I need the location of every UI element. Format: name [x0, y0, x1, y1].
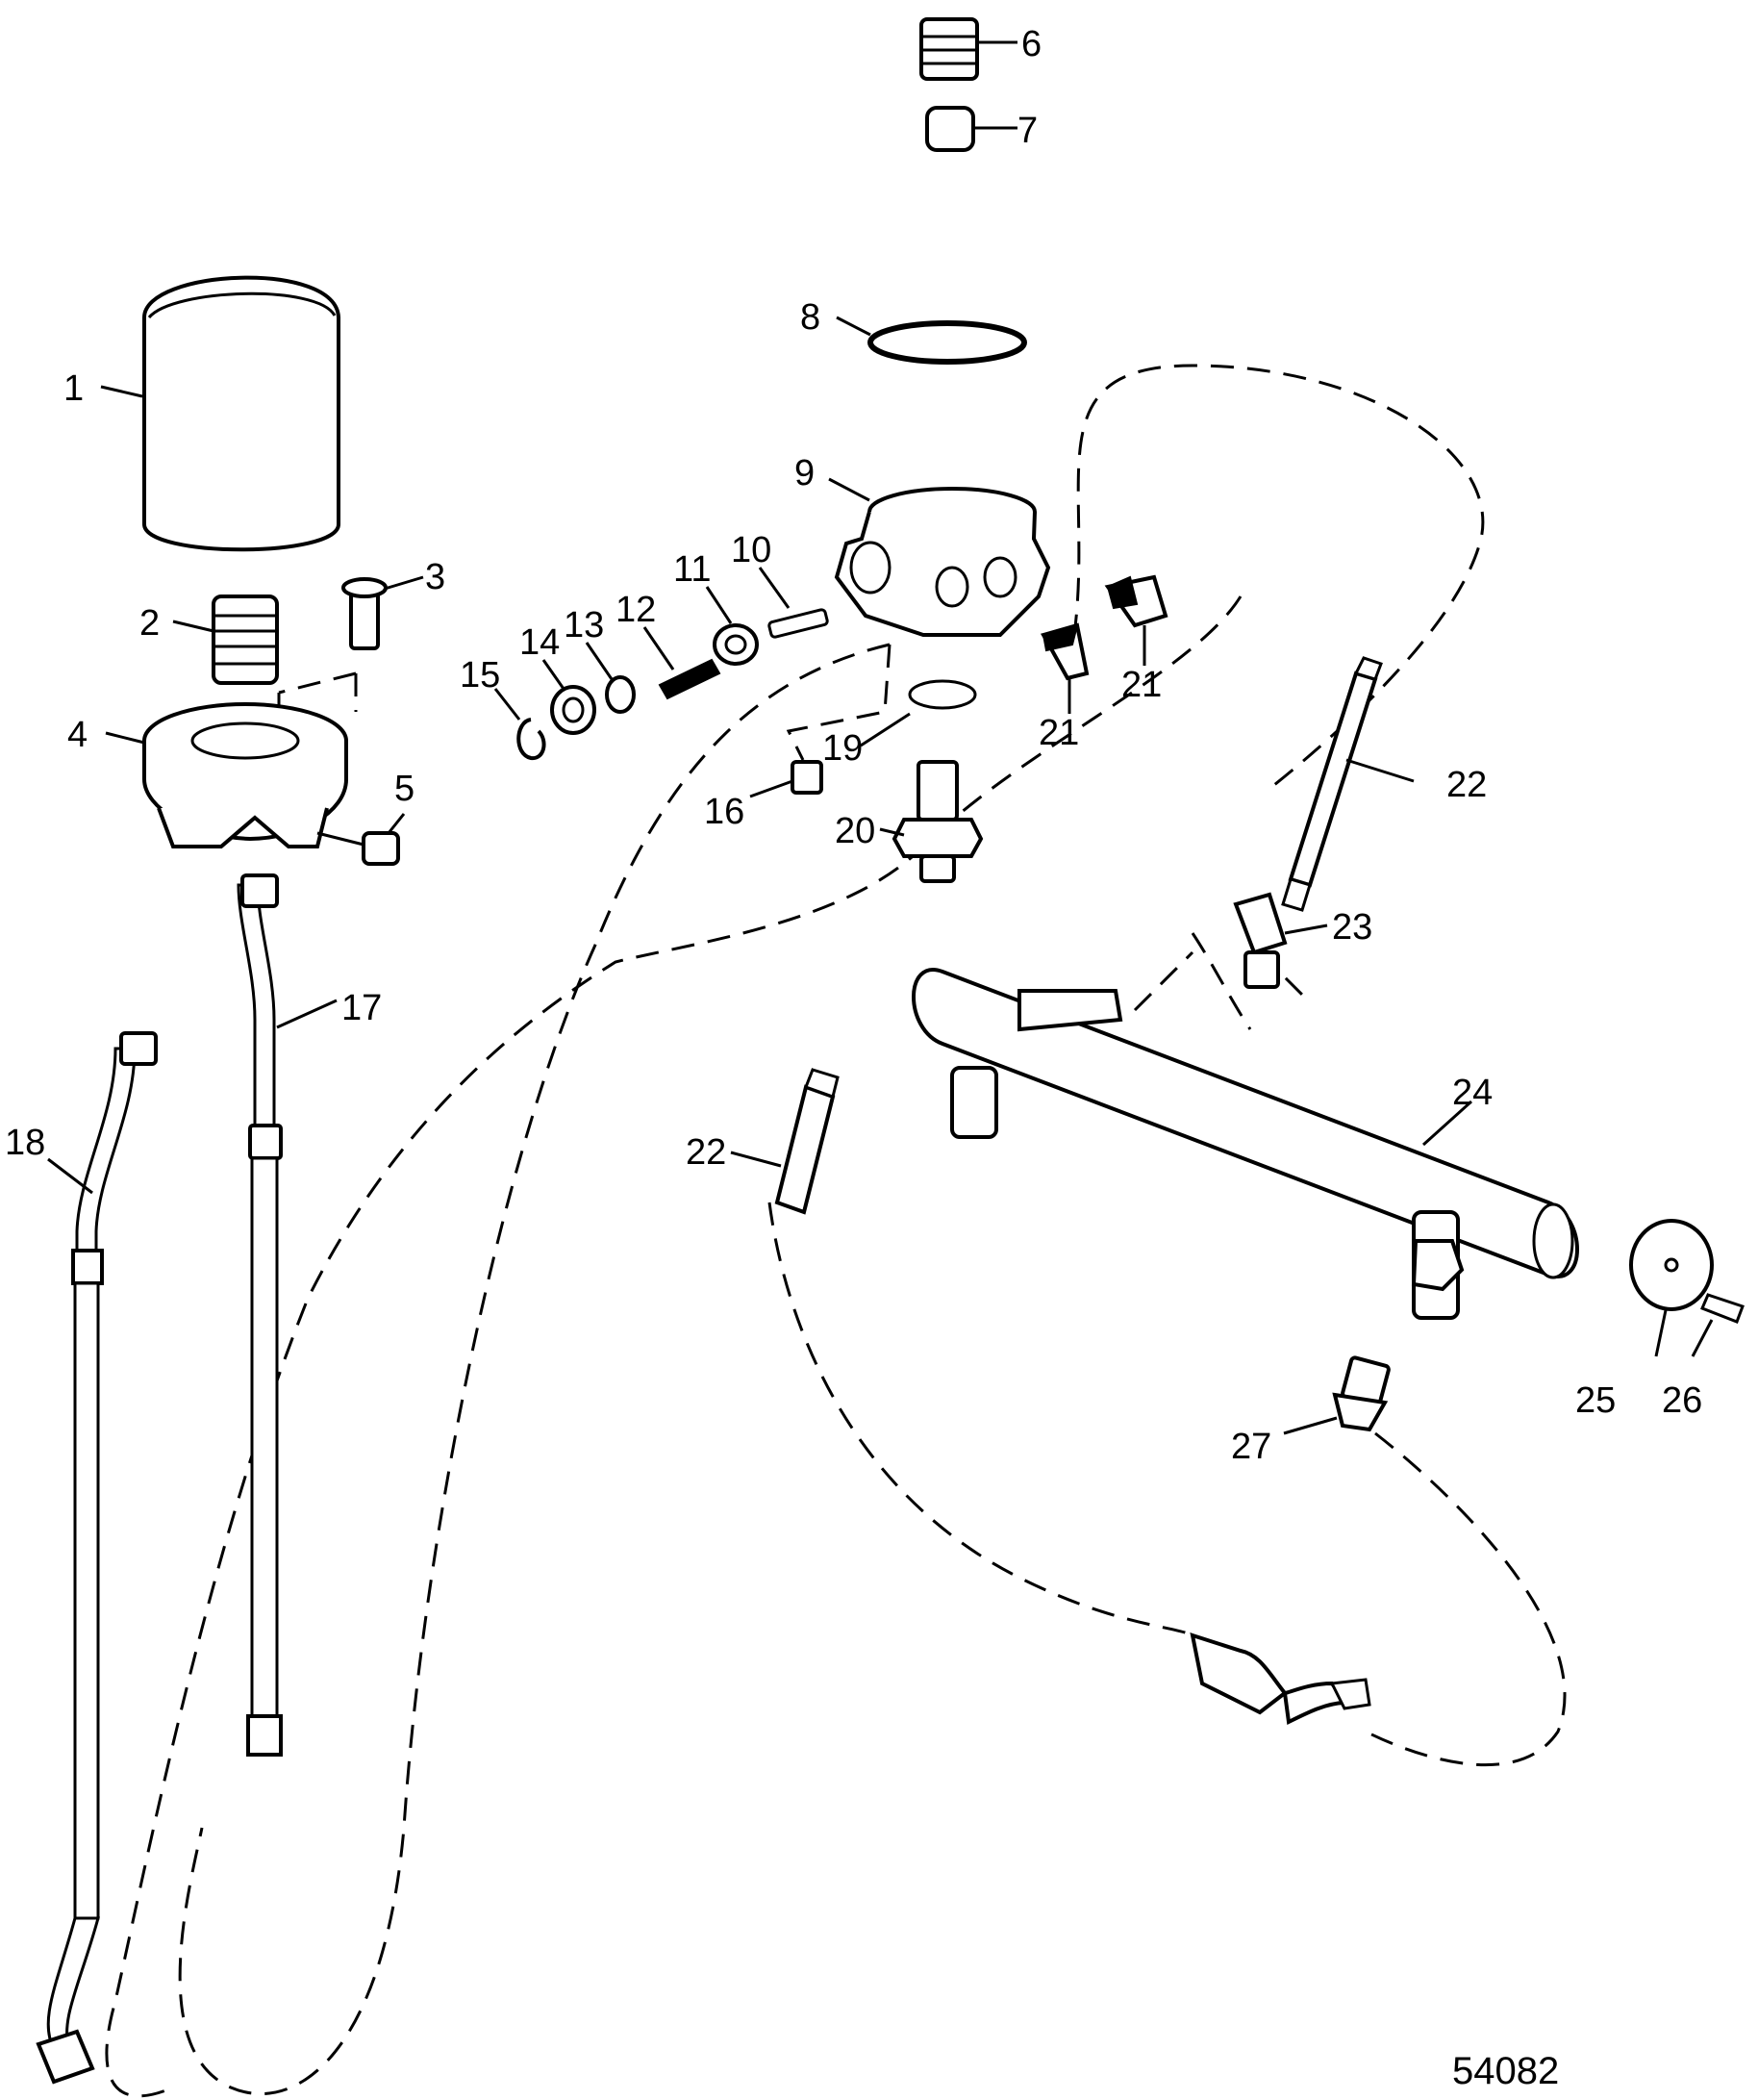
- part-11-washer: [705, 586, 759, 666]
- callout-13: 13: [564, 605, 604, 645]
- part-25-washer-plate: [1629, 1219, 1714, 1357]
- part-2-threaded-adapter: [172, 595, 279, 685]
- callout-14: 14: [519, 622, 560, 663]
- part-7-cap: [925, 106, 1017, 152]
- part-27-fitting: [1283, 1355, 1391, 1435]
- part-18-oil-line: [36, 1031, 158, 2085]
- part-23-elbow-fitting: [1233, 892, 1328, 989]
- callout-25: 25: [1575, 1380, 1616, 1421]
- callout-5: 5: [394, 769, 414, 809]
- callout-24: 24: [1452, 1073, 1493, 1113]
- part-21-elbow-left: [1041, 622, 1090, 714]
- part-22-fitting-lower: [730, 1068, 840, 1215]
- callout-19: 19: [822, 728, 863, 769]
- part-4-filter-mount: [105, 702, 348, 848]
- hose-route-dashed-6: [1191, 932, 1252, 1030]
- callout-23: 23: [1332, 907, 1372, 948]
- callout-22-lower: 22: [686, 1132, 726, 1173]
- part-20-nipple: [879, 760, 984, 883]
- callout-7: 7: [1017, 111, 1038, 151]
- part-19-o-ring: [860, 679, 977, 747]
- part-21-elbow-right: [1104, 574, 1168, 666]
- hose-route-dashed-8: [786, 644, 892, 761]
- part-17-oil-line: [237, 873, 338, 1757]
- part-5-plug: [316, 813, 406, 866]
- callout-6: 6: [1021, 24, 1042, 64]
- callout-15: 15: [460, 655, 500, 696]
- hose-assembly-lower: [1190, 1632, 1371, 1726]
- callout-3: 3: [425, 557, 445, 597]
- part-24-cooler: [912, 968, 1579, 1320]
- part-14-retainer: [541, 659, 596, 735]
- part-12-spring: [642, 626, 721, 700]
- callout-8: 8: [800, 297, 820, 338]
- hose-route-dashed-5: [1365, 1431, 1567, 1767]
- callout-20: 20: [835, 811, 875, 851]
- part-13-o-ring: [585, 642, 636, 714]
- callout-4: 4: [67, 715, 88, 755]
- callout-18: 18: [5, 1123, 45, 1163]
- part-8-o-ring: [836, 316, 1027, 365]
- part-6-fitting: [919, 17, 1017, 81]
- part-22-tube-upper: [1281, 656, 1415, 912]
- part-10-valve-stem: [758, 567, 829, 639]
- callout-26: 26: [1662, 1380, 1702, 1421]
- part-26-bolt: [1691, 1293, 1745, 1357]
- part-3-sleeve: [341, 575, 424, 650]
- hose-route-dashed-2: [178, 643, 891, 2096]
- hose-route-dashed-3: [105, 595, 1243, 2098]
- figure-reference-number: 54082: [1452, 2050, 1559, 2092]
- callout-12: 12: [615, 590, 656, 630]
- part-16-set-screw: [749, 760, 823, 798]
- hose-route-dashed-1: [1066, 364, 1485, 791]
- part-9-filter-head: [828, 477, 1051, 637]
- callout-27: 27: [1231, 1427, 1271, 1467]
- callout-21-left: 21: [1039, 713, 1079, 753]
- callout-9: 9: [794, 453, 815, 493]
- hose-route-dashed-4: [767, 1202, 1193, 1637]
- callout-21-right: 21: [1121, 665, 1162, 705]
- part-15-snap-ring: [493, 688, 546, 761]
- callout-1: 1: [63, 368, 84, 409]
- callout-22-upper: 22: [1446, 765, 1487, 805]
- callout-2: 2: [139, 603, 160, 644]
- callout-11: 11: [673, 549, 711, 590]
- callout-17: 17: [341, 988, 382, 1028]
- part-1-filter-canister: [100, 275, 340, 552]
- callout-10: 10: [731, 530, 771, 570]
- callout-16: 16: [704, 792, 744, 832]
